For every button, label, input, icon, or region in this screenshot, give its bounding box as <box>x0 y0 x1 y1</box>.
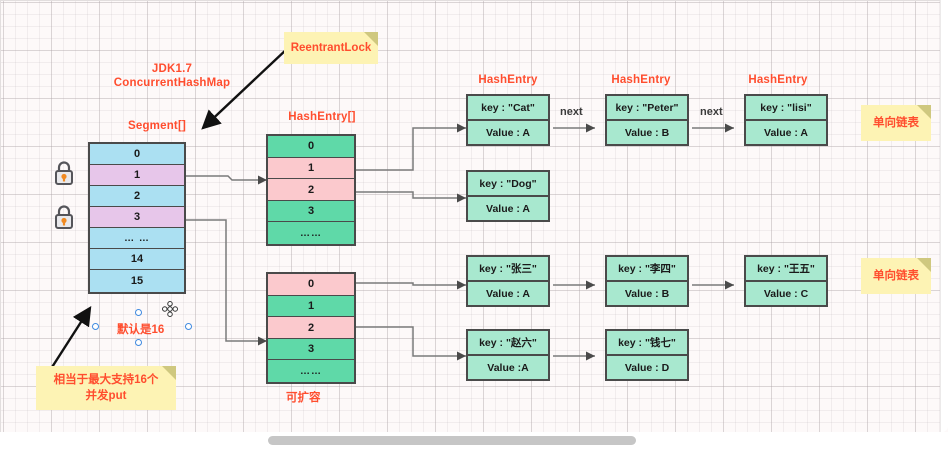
segment-array-cell-5[interactable]: 14 <box>90 249 184 270</box>
he-array-bottom-cell-3[interactable]: 3 <box>268 338 354 361</box>
hash-entry-node[interactable]: key : "lisi" Value : A <box>744 94 828 146</box>
hash-entry-key: key : "lisi" <box>746 96 826 121</box>
he-array-bottom-cell-4[interactable]: …… <box>268 360 354 383</box>
note-concurrent-put[interactable]: 相当于最大支持16个 并发put <box>36 366 176 410</box>
page-title-line2: ConcurrentHashMap <box>113 77 231 89</box>
segment-array[interactable]: 0 1 2 3 … … 14 15 <box>88 142 186 294</box>
hash-entry-value: Value :A <box>487 361 529 374</box>
resizable-label: 可扩容 <box>286 392 321 404</box>
hash-entry-node[interactable]: key : "王五" Value : C <box>744 255 828 307</box>
selection-handle[interactable] <box>135 309 142 316</box>
hash-entry-key: key : "Dog" <box>468 172 548 197</box>
hash-entry-key: key : "李四" <box>607 257 687 282</box>
note-concurrent-put-line1: 相当于最大支持16个 <box>53 374 159 386</box>
hash-entry-value: Value : A <box>764 126 808 139</box>
hash-entry-node-title-2: HashEntry <box>611 74 671 86</box>
hash-entry-value: Value : A <box>486 126 530 139</box>
segment-array-title: Segment[] <box>127 120 187 132</box>
note-fold-corner-icon <box>917 105 931 119</box>
scrollbar-thumb[interactable] <box>268 436 636 445</box>
hash-entry-value: Value : C <box>763 287 809 300</box>
hash-entry-array-bottom[interactable]: 0 1 2 3 …… <box>266 272 356 384</box>
note-fold-corner-icon <box>917 258 931 272</box>
hash-entry-node[interactable]: key : "Peter" Value : B <box>605 94 689 146</box>
note-reentrant-lock[interactable]: ReentrantLock <box>284 32 378 64</box>
default-capacity-label: 默认是16 <box>117 324 165 336</box>
he-array-top-cell-3[interactable]: 3 <box>268 200 354 223</box>
hash-entry-node[interactable]: key : "赵六" Value :A <box>466 329 550 381</box>
cell-label: …… <box>300 365 322 377</box>
segment-array-cell-2[interactable]: 2 <box>90 186 184 207</box>
he-array-top-cell-4[interactable]: …… <box>268 222 354 245</box>
hash-entry-array-title: HashEntry[] <box>288 111 356 123</box>
lock-icon <box>55 161 73 185</box>
he-array-bottom-cell-1[interactable]: 1 <box>268 295 354 318</box>
hash-entry-value: Value : D <box>624 361 670 374</box>
note-reentrant-lock-text: ReentrantLock <box>290 42 372 54</box>
cell-label: 2 <box>133 190 141 202</box>
selection-handle[interactable] <box>92 323 99 330</box>
note-linked-list-top[interactable]: 单向链表 <box>861 105 931 141</box>
hash-entry-array-top[interactable]: 0 1 2 3 …… <box>266 134 356 246</box>
cell-label: …… <box>300 227 322 239</box>
segment-array-cell-1[interactable]: 1 <box>90 165 184 186</box>
cell-label: 3 <box>133 211 141 223</box>
hash-entry-value: Value : B <box>624 287 670 300</box>
hash-entry-key: key : "王五" <box>746 257 826 282</box>
page-title: JDK1.7 ConcurrentHashMap <box>112 62 232 90</box>
move-cursor-icon[interactable] <box>161 300 179 318</box>
cell-label: 1 <box>133 169 141 181</box>
selection-handle[interactable] <box>135 339 142 346</box>
cell-label: 15 <box>130 275 144 287</box>
hash-entry-node[interactable]: key : "Cat" Value : A <box>466 94 550 146</box>
next-label-2: next <box>700 106 723 118</box>
cell-label: 0 <box>307 140 315 153</box>
selection-handle[interactable] <box>185 323 192 330</box>
cell-label: 0 <box>307 278 315 291</box>
he-array-top-cell-1[interactable]: 1 <box>268 157 354 180</box>
next-label-1: next <box>560 106 583 118</box>
hash-entry-key: key : "张三" <box>468 257 548 282</box>
he-array-bottom-cell-0[interactable]: 0 <box>268 274 354 296</box>
note-fold-corner-icon <box>162 366 176 380</box>
segment-array-cell-4[interactable]: … … <box>90 228 184 249</box>
segment-array-cell-6[interactable]: 15 <box>90 270 184 292</box>
segment-array-cell-0[interactable]: 0 <box>90 144 184 165</box>
horizontal-scrollbar[interactable] <box>0 432 948 449</box>
hash-entry-key: key : "钱七" <box>607 331 687 356</box>
cell-label: 3 <box>307 343 315 356</box>
cell-label: 1 <box>307 161 315 174</box>
cell-label: 1 <box>307 299 315 312</box>
he-array-top-cell-2[interactable]: 2 <box>268 179 354 201</box>
lock-icon <box>55 205 73 229</box>
he-array-top-cell-0[interactable]: 0 <box>268 136 354 158</box>
hash-entry-value: Value : A <box>486 202 530 215</box>
cell-label: 3 <box>307 205 315 218</box>
cell-label: … … <box>124 232 150 244</box>
note-linked-list-top-text: 单向链表 <box>873 117 919 129</box>
note-concurrent-put-line2: 并发put <box>85 390 127 402</box>
hash-entry-node[interactable]: key : "张三" Value : A <box>466 255 550 307</box>
canvas-right-edge <box>940 0 948 432</box>
hash-entry-node[interactable]: key : "李四" Value : B <box>605 255 689 307</box>
note-linked-list-bottom-text: 单向链表 <box>873 270 919 282</box>
hash-entry-key: key : "赵六" <box>468 331 548 356</box>
hash-entry-key: key : "Peter" <box>607 96 687 121</box>
note-fold-corner-icon <box>364 32 378 46</box>
cell-label: 14 <box>130 253 144 265</box>
cell-label: 2 <box>307 321 315 334</box>
page-title-line1: JDK1.7 <box>151 63 193 75</box>
hash-entry-node-title-1: HashEntry <box>478 74 538 86</box>
hash-entry-node[interactable]: key : "Dog" Value : A <box>466 170 550 222</box>
cell-label: 0 <box>133 148 141 160</box>
cell-label: 2 <box>307 183 315 196</box>
hash-entry-node-title-3: HashEntry <box>748 74 808 86</box>
segment-array-cell-3[interactable]: 3 <box>90 207 184 228</box>
hash-entry-key: key : "Cat" <box>468 96 548 121</box>
hash-entry-value: Value : B <box>624 126 670 139</box>
note-linked-list-bottom[interactable]: 单向链表 <box>861 258 931 294</box>
he-array-bottom-cell-2[interactable]: 2 <box>268 317 354 339</box>
hash-entry-value: Value : A <box>486 287 530 300</box>
hash-entry-node[interactable]: key : "钱七" Value : D <box>605 329 689 381</box>
